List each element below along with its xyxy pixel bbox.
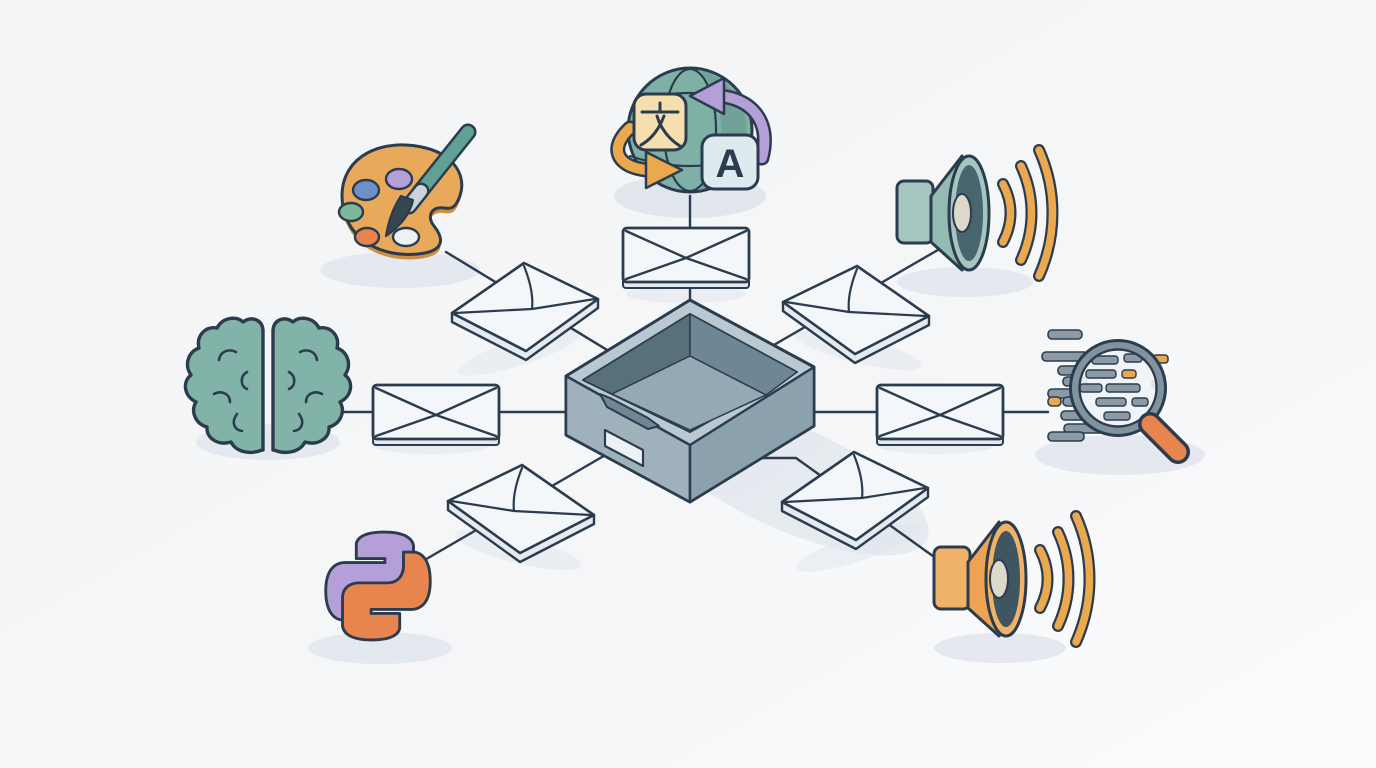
lens-rim [1070,340,1166,436]
speaker-orange-icon [932,510,1096,648]
magnified-text-lines [1079,353,1149,421]
translation-globe-icon: A [610,66,772,194]
envelope-top-left [450,261,600,362]
paint-palette-icon [337,123,477,260]
han-character-icon [639,101,682,148]
tray-floor [611,355,767,431]
connector-speaker-orange-to-tray [753,456,960,576]
palette-thumb-hole [391,226,421,248]
envelope-top [621,226,751,290]
speaker-teal-icon [895,144,1059,282]
tray-notch [599,393,660,430]
brain-icon [183,316,353,455]
sound-waves-icon [997,144,1059,282]
source-language-tile [632,92,688,152]
paint-brush-icon [384,123,477,238]
code-search-icon [1041,329,1190,464]
envelope-right [875,383,1005,447]
target-language-tile: A [700,133,760,191]
python-logo-icon [324,530,432,642]
translate-arrow-right-icon [610,120,684,190]
tray-front-right-face [688,365,816,504]
magnifier-handle [1138,412,1190,464]
envelope-left [371,383,501,447]
sound-waves-icon [1034,510,1096,648]
translate-arrow-left-icon [688,76,772,166]
inbox-tray [564,298,816,504]
envelope-bottom-left [446,463,596,564]
tray-label-slot [603,428,645,468]
latin-letter: A [716,142,745,186]
